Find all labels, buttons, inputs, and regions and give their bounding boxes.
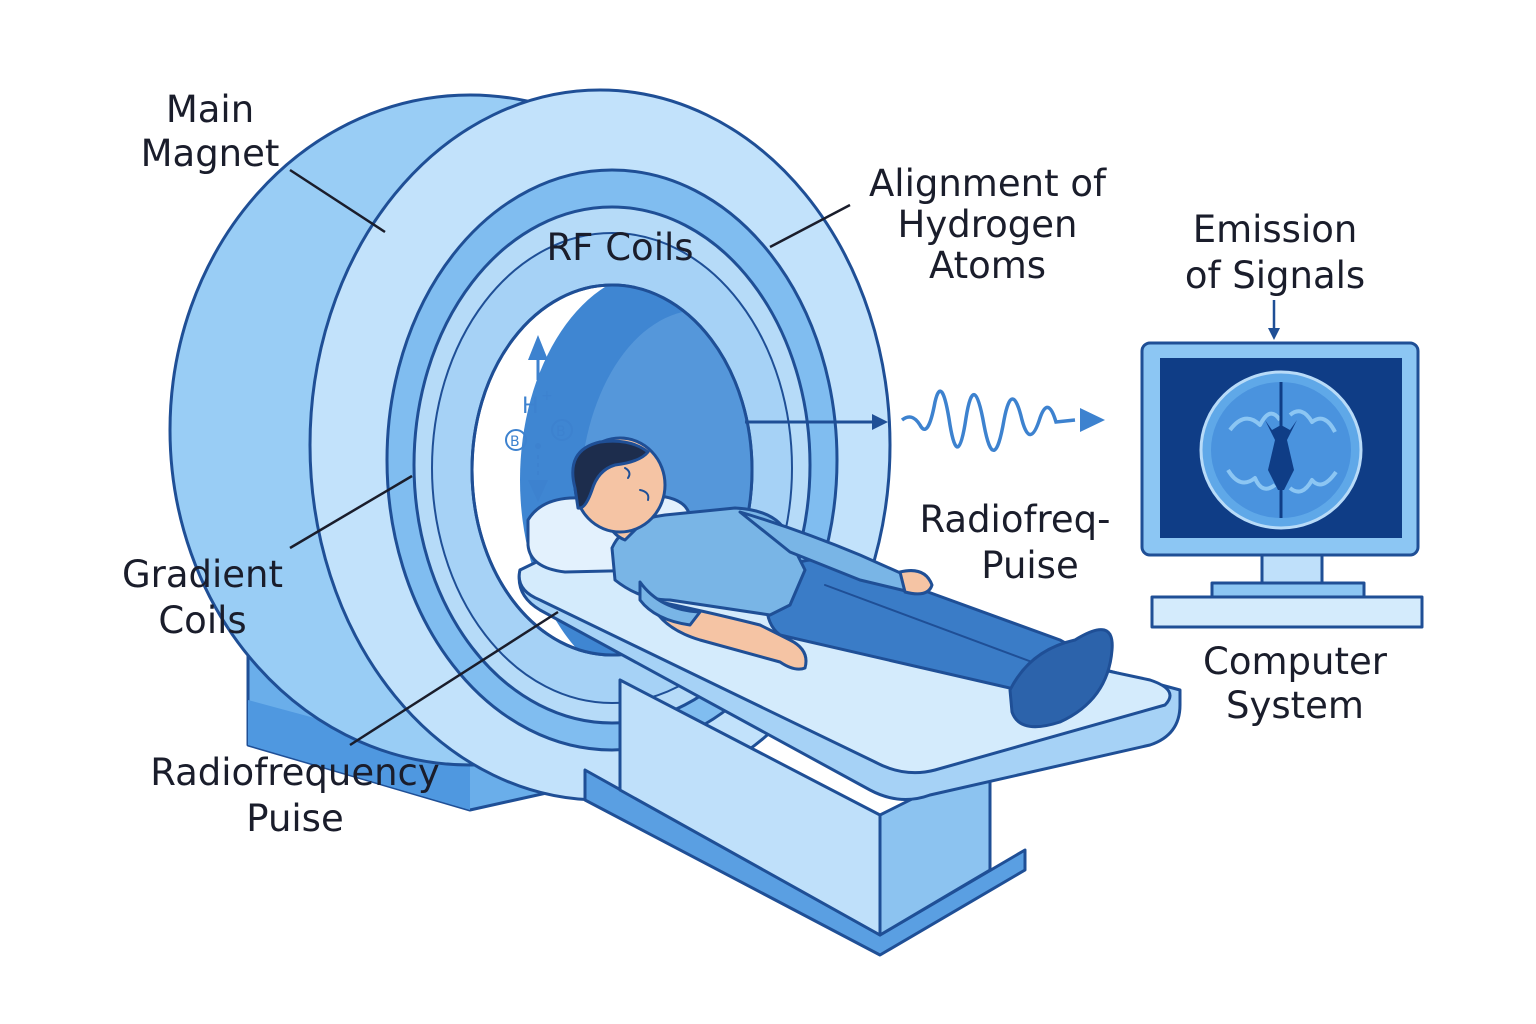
monitor-stand xyxy=(1260,553,1324,587)
label-alignment-hydrogen: Alignment of Hydrogen Atoms xyxy=(869,162,1106,287)
leader-main-magnet xyxy=(289,168,386,234)
label-radiofrequency-pulse: Radiofrequency Puise xyxy=(150,751,440,840)
computer-system xyxy=(1140,300,1424,629)
patient-hair xyxy=(571,439,650,510)
label-main-magnet: Main Magnet xyxy=(140,88,280,175)
label-radiofreq-pulse: Radiofreq- Puise xyxy=(919,498,1111,587)
label-emission-signals: Emission of Signals xyxy=(1184,208,1366,297)
radiofrequency-wave xyxy=(900,389,1076,452)
brain-scan-image xyxy=(1199,370,1363,530)
keyboard-base xyxy=(1150,595,1424,629)
charge-glyph: + xyxy=(541,388,553,404)
hydrogen-glyph: H xyxy=(522,394,539,419)
label-rf-coils: RF Coils xyxy=(546,226,694,269)
label-gradient-coils: Gradient Coils xyxy=(121,553,284,642)
leader-lines xyxy=(289,168,851,747)
leader-gradient-coils xyxy=(289,474,413,550)
signal-path xyxy=(745,389,1105,452)
hydrogen-alignment-glyphs: H + B B xyxy=(505,335,573,502)
label-computer-system: Computer System xyxy=(1203,640,1387,727)
atom-glyph-left: B xyxy=(510,434,520,450)
patient-feet xyxy=(1008,628,1114,729)
leader-alignment xyxy=(769,203,851,249)
atom-glyph-right: B xyxy=(556,424,566,440)
patient xyxy=(571,436,1114,729)
leader-radiofrequency xyxy=(349,610,559,747)
